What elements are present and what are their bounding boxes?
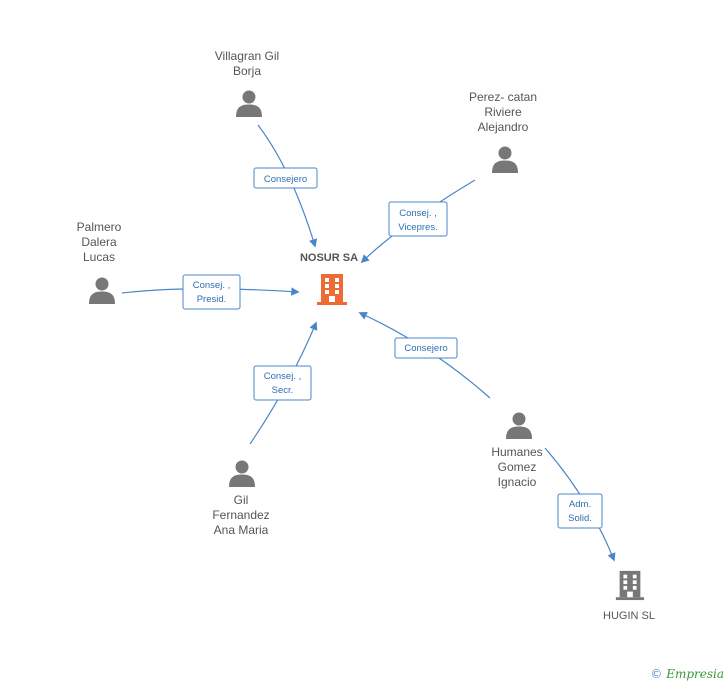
person-name-line: Riviere [484,105,522,119]
person-icon [492,146,518,173]
role-label-perez: Consej. , Vicepres. [388,201,448,237]
person-name-line: Fernandez [212,508,269,522]
role-label-villagran: Consejero [253,167,318,189]
company-name: NOSUR SA [300,252,358,264]
company-nosur[interactable]: NOSUR SA [300,252,358,305]
person-icon [506,412,532,439]
person-icon [229,460,255,487]
role-text: Secr. [272,385,294,396]
role-label-gil: Consej. , Secr. [253,365,312,401]
role-text: Presid. [197,294,227,305]
building-icon [615,570,645,601]
person-name-line: Perez- catan [469,90,537,104]
person-name-line: Alejandro [478,120,529,134]
person-gil[interactable]: Gil Fernandez Ana Maria [212,460,270,538]
person-name-line: Humanes [491,445,542,459]
role-label-palmero: Consej. , Presid. [182,274,241,310]
brand-name: Empresia [666,667,724,681]
person-humanes[interactable]: Humanes Gomez Ignacio [491,412,543,490]
role-text: Consej. , [399,208,437,219]
person-name-line: Palmero [77,220,122,234]
person-name-line: Villagran Gil [215,49,279,63]
role-text: Solid. [568,513,592,524]
person-perez[interactable]: Perez- catan Riviere Alejandro [469,90,537,173]
company-hugin[interactable]: HUGIN SL [603,570,655,622]
footer-brand[interactable]: ©Empresia [650,667,724,681]
role-text: Vicepres. [398,222,437,233]
role-text: Consej. , [193,280,231,291]
person-name-line: Borja [233,64,261,78]
role-label-humanes-hugin: Adm. Solid. [557,493,603,529]
person-palmero[interactable]: Palmero Dalera Lucas [77,220,122,304]
person-icon [89,277,115,304]
role-text: Consej. , [264,371,302,382]
person-icon [236,90,262,117]
person-name-line: Gil [234,493,249,507]
person-name-line: Gomez [498,460,537,474]
person-name-line: Lucas [83,250,115,264]
company-name: HUGIN SL [603,610,655,622]
copyright-symbol: © [650,667,663,681]
role-text: Adm. [569,499,591,510]
person-name-line: Ana Maria [214,523,269,537]
role-label-humanes: Consejero [394,337,458,359]
person-villagran[interactable]: Villagran Gil Borja [215,49,279,117]
role-text: Consejero [264,174,307,185]
person-name-line: Ignacio [498,475,537,489]
role-text: Consejero [404,343,447,354]
person-name-line: Dalera [81,235,117,249]
building-icon [317,274,347,305]
